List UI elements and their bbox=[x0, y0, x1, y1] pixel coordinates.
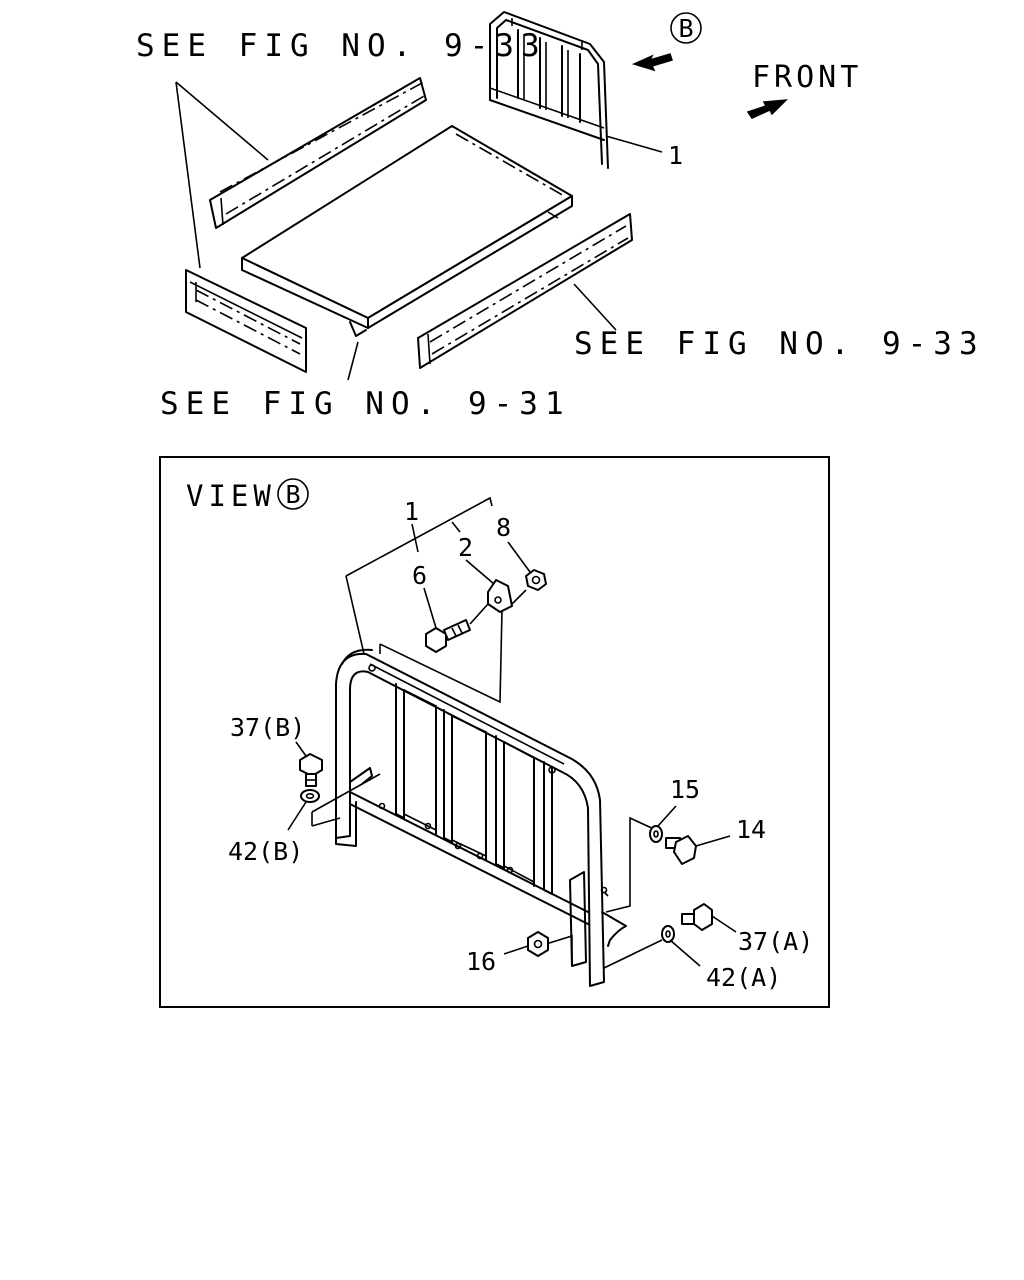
view-title-marker-letter: B bbox=[285, 480, 300, 509]
view-title: VIEW bbox=[186, 479, 276, 513]
leader-line bbox=[411, 523, 419, 553]
leader-line bbox=[175, 81, 269, 161]
part-number-42a: 42(A) bbox=[706, 963, 781, 992]
washer-42b bbox=[287, 789, 320, 831]
washer-15 bbox=[649, 805, 677, 843]
part-number-37b: 37(B) bbox=[230, 713, 305, 742]
top-exploded-view: SEE FIG NO. 9-33 SEE FIG NO. 9-33 SEE FI… bbox=[136, 11, 985, 422]
leader-line bbox=[605, 135, 663, 153]
nut-16 bbox=[503, 931, 549, 957]
washer-42a bbox=[661, 925, 701, 967]
part-number-6: 6 bbox=[412, 561, 427, 590]
see-fig-931-label: SEE FIG NO. 9-31 bbox=[160, 386, 571, 422]
cab-protector bbox=[489, 11, 609, 169]
part-number-2: 2 bbox=[458, 533, 473, 562]
leader-line bbox=[347, 341, 359, 381]
part-number-15: 15 bbox=[670, 775, 700, 804]
nut-8 bbox=[507, 541, 547, 605]
phantom-line bbox=[379, 609, 503, 704]
right-side-gate bbox=[417, 213, 633, 369]
bolt-6 bbox=[423, 587, 471, 653]
view-b-frame bbox=[159, 456, 830, 1008]
part-number-37a: 37(A) bbox=[738, 927, 813, 956]
left-side-gate bbox=[209, 77, 427, 229]
front-label: FRONT bbox=[752, 60, 862, 95]
phantom-line bbox=[603, 939, 663, 969]
bolt-37b bbox=[295, 741, 323, 787]
see-fig-933-label-2: SEE FIG NO. 9-33 bbox=[574, 326, 985, 362]
leader-line bbox=[345, 575, 365, 655]
view-b-marker-letter: B bbox=[678, 14, 693, 43]
bed-floor bbox=[241, 125, 573, 337]
part-number-42b: 42(B) bbox=[228, 837, 303, 866]
part-number-1: 1 bbox=[404, 497, 419, 526]
cab-protector-detail bbox=[311, 648, 627, 987]
part-number-8: 8 bbox=[496, 513, 511, 542]
phantom-line bbox=[545, 934, 573, 964]
view-b-marker-icon bbox=[670, 12, 702, 44]
front-arrow-icon bbox=[746, 99, 788, 119]
phantom-line bbox=[605, 816, 657, 913]
part-number-1: 1 bbox=[668, 141, 683, 170]
vertical-bars bbox=[378, 683, 553, 895]
assembly-bracket bbox=[345, 496, 493, 577]
bolt-37a bbox=[681, 903, 737, 933]
view-b-panel: VIEW B bbox=[159, 456, 830, 1008]
part-number-16: 16 bbox=[466, 947, 496, 976]
view-b-arrow-icon bbox=[631, 53, 673, 72]
tail-gate bbox=[185, 269, 307, 373]
view-title-marker-icon bbox=[277, 478, 309, 510]
part-number-14: 14 bbox=[736, 815, 766, 844]
see-fig-933-label: SEE FIG NO. 9-33 bbox=[136, 28, 547, 64]
leader-line bbox=[573, 283, 617, 331]
leader-line bbox=[451, 521, 461, 533]
bolt-14 bbox=[665, 835, 731, 865]
leader-line bbox=[175, 81, 201, 269]
bracket-2 bbox=[465, 559, 513, 625]
